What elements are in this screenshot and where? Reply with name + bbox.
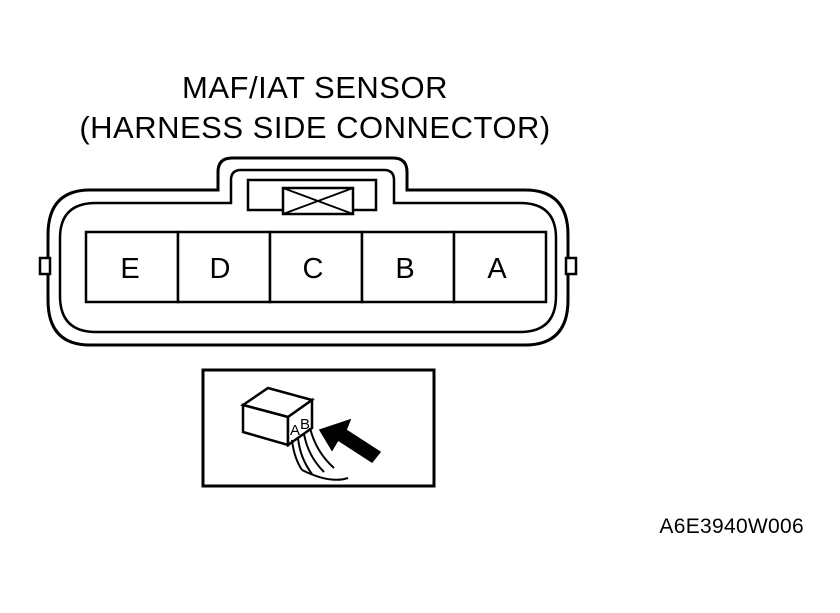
pin-label-B: B — [395, 253, 414, 285]
connector-housing-inner — [58, 168, 558, 334]
pin-label-C: C — [303, 253, 324, 285]
inset-pin-label-a: A — [290, 422, 300, 439]
pin-cell-E — [84, 230, 180, 304]
inset-pin-label-b: B — [300, 416, 310, 433]
pin-cell-D — [176, 230, 272, 304]
pin-cell-B — [360, 230, 456, 304]
connector-housing-outer — [46, 156, 570, 347]
right-notch — [564, 256, 578, 276]
inset-connector-icon: A B — [240, 386, 349, 481]
pin-label-E: E — [120, 253, 139, 285]
left-notch — [38, 256, 52, 276]
pin-cell-C — [268, 230, 364, 304]
pin-label-D: D — [210, 253, 231, 285]
inset-arrow-icon — [318, 418, 382, 463]
pin-label-A: A — [487, 253, 507, 285]
lock-tab-cross-2 — [282, 187, 354, 215]
inset-box — [201, 368, 436, 488]
diagram-title-line-2: (HARNESS SIDE CONNECTOR) — [79, 110, 551, 145]
figure-id: A6E3940W006 — [659, 515, 804, 538]
pin-cell-A — [452, 230, 548, 304]
diagram-title-line-1: MAF/IAT SENSOR — [182, 70, 448, 105]
